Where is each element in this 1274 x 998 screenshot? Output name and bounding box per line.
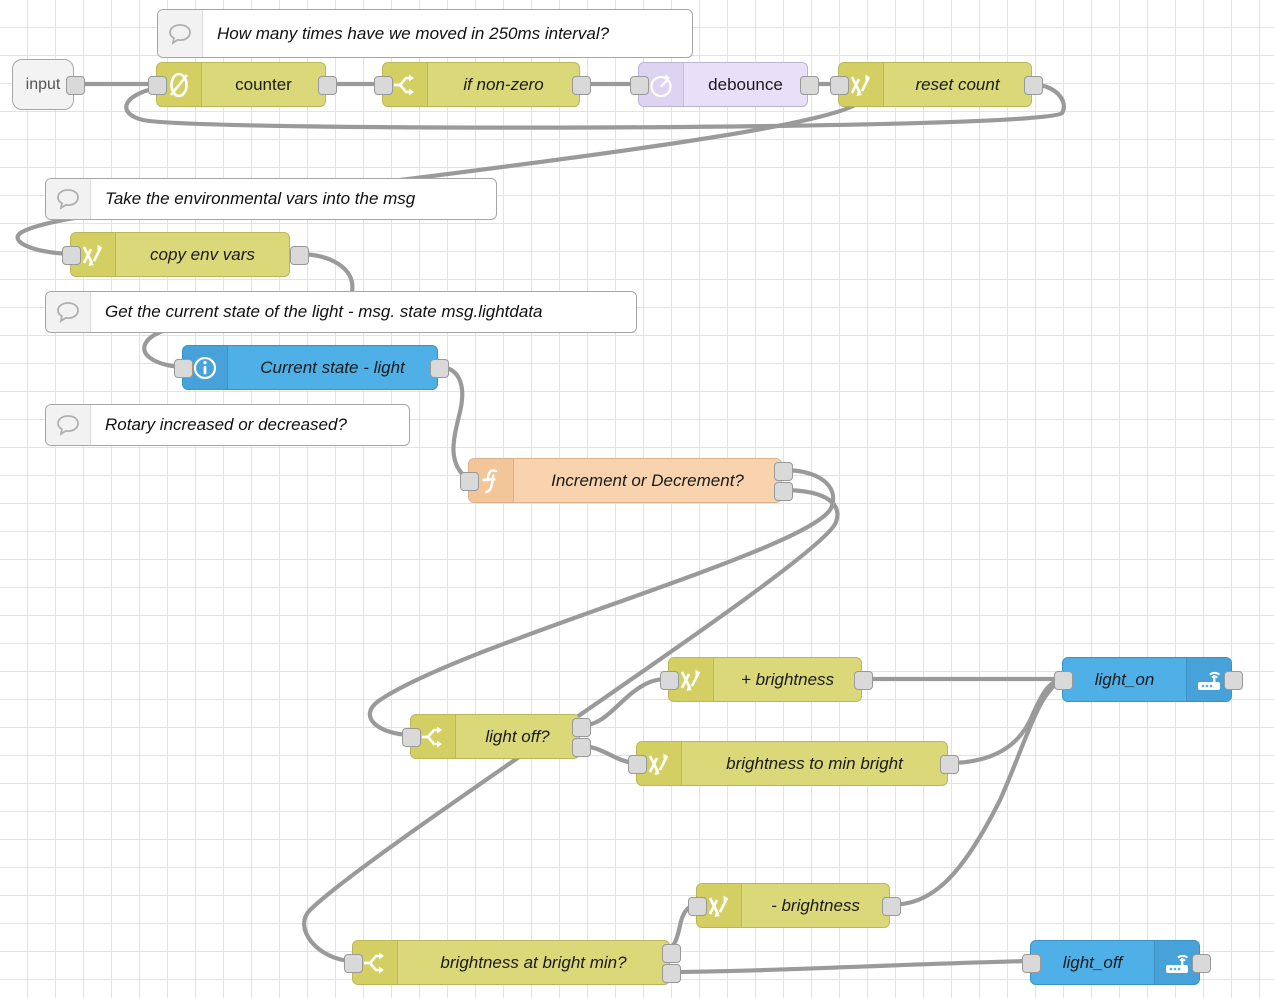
wire-lightoff-to-plusbright	[577, 676, 671, 729]
node-current-state-light[interactable]: Current state - light	[182, 345, 438, 390]
node-brightness-to-min-bright[interactable]: brightness to min bright	[636, 741, 948, 786]
input-port[interactable]	[1022, 954, 1041, 973]
node-label: brightness to min bright	[726, 753, 903, 773]
input-port[interactable]	[148, 76, 167, 95]
input-port[interactable]	[174, 359, 193, 378]
input-port[interactable]	[830, 76, 849, 95]
node-brightness-at-bright-min[interactable]: brightness at bright min?	[352, 940, 670, 985]
output-port[interactable]	[430, 359, 449, 378]
comment-text: Get the current state of the light - msg…	[105, 302, 543, 321]
input-port[interactable]	[660, 671, 679, 690]
input-port[interactable]	[1054, 671, 1073, 690]
node-label: input	[25, 75, 61, 93]
node-label: light_on	[1094, 669, 1155, 689]
node-label: - brightness	[771, 895, 860, 915]
output-port[interactable]	[572, 76, 591, 95]
node-copy-env-vars[interactable]: copy env vars	[70, 232, 290, 277]
comment-node-interval[interactable]: How many times have we moved in 250ms in…	[157, 9, 693, 58]
node-label: light off?	[485, 726, 550, 746]
comment-bubble-icon	[46, 405, 91, 445]
input-port[interactable]	[460, 472, 479, 491]
output-port[interactable]	[940, 755, 959, 774]
output-port[interactable]	[1024, 76, 1043, 95]
comment-text: Rotary increased or decreased?	[105, 415, 347, 434]
output-port-1[interactable]	[774, 462, 793, 481]
input-port[interactable]	[688, 897, 707, 916]
output-port[interactable]	[66, 76, 85, 95]
node-if-non-zero[interactable]: if non-zero	[382, 62, 580, 107]
node-label: counter	[235, 74, 292, 94]
node-debounce[interactable]: debounce	[638, 62, 808, 107]
wire-minusbright-to-lighton	[887, 677, 1065, 908]
output-port[interactable]	[1224, 671, 1243, 690]
node-reset-count[interactable]: reset count	[838, 62, 1032, 107]
wire-brightmin-to-lightoff-mqtt	[659, 958, 1033, 975]
output-port-2[interactable]	[774, 482, 793, 501]
node-input-link-in[interactable]: input	[12, 59, 74, 110]
input-port[interactable]	[374, 76, 393, 95]
input-port[interactable]	[344, 954, 363, 973]
output-port-2[interactable]	[572, 738, 591, 757]
node-plus-brightness[interactable]: + brightness	[668, 657, 862, 702]
wire-minbright-to-lighton	[945, 676, 1065, 766]
node-label: + brightness	[740, 669, 835, 689]
comment-bubble-icon	[46, 179, 91, 219]
node-counter[interactable]: counter	[156, 62, 326, 107]
node-label: Current state - light	[260, 357, 405, 377]
node-increment-or-decrement[interactable]: Increment or Decrement?	[468, 458, 782, 503]
input-port[interactable]	[402, 728, 421, 747]
wire-resetcount-to-copyenv	[15, 97, 865, 257]
node-label: brightness at bright min?	[440, 952, 627, 972]
comment-bubble-icon	[158, 10, 203, 57]
input-port[interactable]	[630, 76, 649, 95]
output-port-1[interactable]	[572, 718, 591, 737]
node-label: if non-zero	[463, 74, 544, 94]
output-port[interactable]	[290, 246, 309, 265]
output-port[interactable]	[882, 897, 901, 916]
comment-node-light-state[interactable]: Get the current state of the light - msg…	[45, 291, 637, 333]
node-minus-brightness[interactable]: - brightness	[696, 883, 890, 928]
node-label: light_off	[1062, 952, 1123, 972]
comment-node-rotary[interactable]: Rotary increased or decreased?	[45, 404, 410, 446]
output-port[interactable]	[800, 76, 819, 95]
node-light-off-switch[interactable]: light off?	[410, 714, 580, 759]
comment-bubble-icon	[46, 292, 91, 332]
node-light-off-mqtt[interactable]: light_off	[1030, 940, 1200, 985]
node-label: copy env vars	[150, 244, 255, 264]
input-port[interactable]	[628, 755, 647, 774]
output-port[interactable]	[854, 671, 873, 690]
node-label: reset count	[915, 74, 1000, 94]
input-port[interactable]	[62, 246, 81, 265]
node-label: Increment or Decrement?	[551, 470, 744, 490]
comment-text: How many times have we moved in 250ms in…	[217, 23, 610, 43]
wire-curstate-to-incdec	[437, 364, 471, 483]
node-light-on-mqtt[interactable]: light_on	[1062, 657, 1232, 702]
comment-node-env-vars[interactable]: Take the environmental vars into the msg	[45, 178, 497, 220]
node-label: debounce	[708, 74, 783, 94]
mqtt-router-icon	[1154, 941, 1199, 984]
comment-text: Take the environmental vars into the msg	[105, 189, 416, 208]
output-port-1[interactable]	[662, 944, 681, 963]
mqtt-router-icon	[1186, 658, 1231, 701]
output-port-2[interactable]	[662, 964, 681, 983]
output-port[interactable]	[318, 76, 337, 95]
output-port[interactable]	[1192, 954, 1211, 973]
